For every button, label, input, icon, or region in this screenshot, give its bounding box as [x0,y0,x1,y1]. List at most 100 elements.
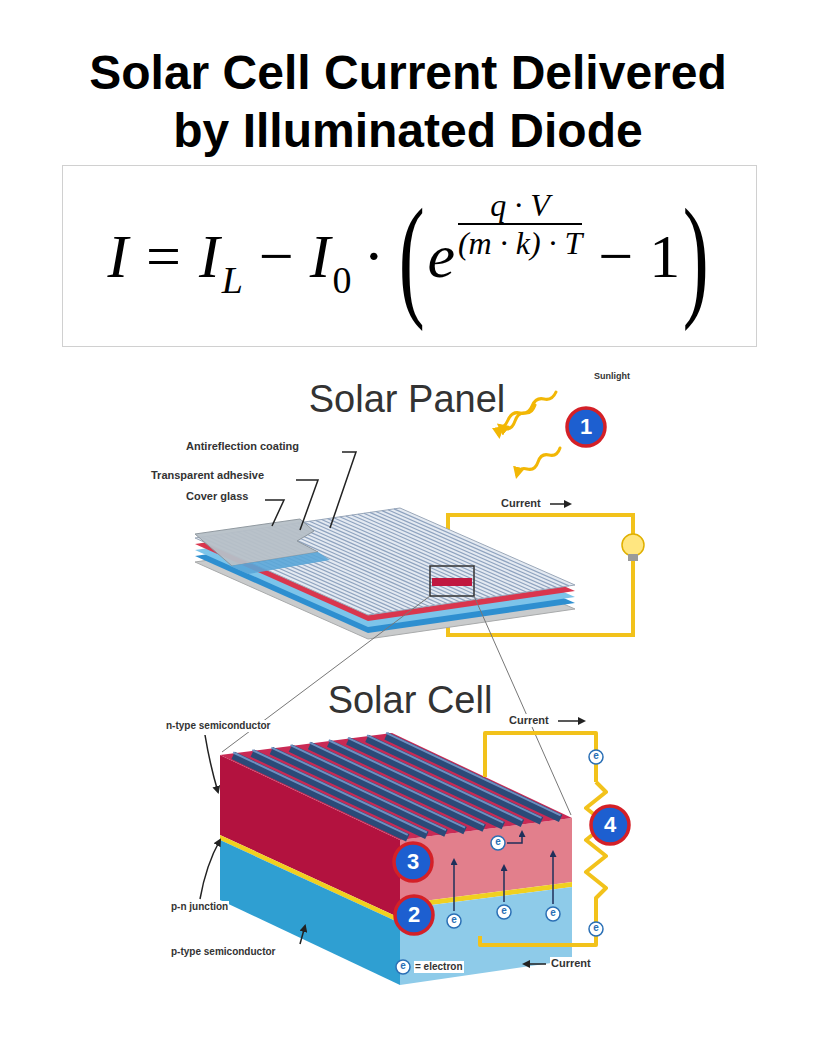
electron-circle-shape [447,914,461,928]
electron-symbol: e [588,749,604,765]
panel-grid-line [370,512,545,589]
panel-grid-line [334,518,508,595]
formula-group: I0 [310,225,352,287]
electron-letter: e [550,908,556,918]
electron-circle-shape [546,907,560,921]
metal-finger-highlight [348,738,523,820]
callout-number: 1 [580,416,592,438]
electron-letter: e [495,837,501,847]
metal-finger [367,738,542,820]
formula-symbol: e [427,225,455,287]
panel-grid-line [310,521,484,598]
callout-circle-shape [567,408,605,446]
formula-denominator: (m · k) · T [458,225,582,259]
current-arrow [550,503,570,505]
solar-panel [230,552,330,574]
formula-symbol: I [310,225,331,287]
formula-subscript: L [222,261,243,299]
metal-finger [329,743,504,825]
solar-panel [195,508,575,615]
electron-letter: e [400,961,406,971]
formula-paren: ) [683,188,709,325]
panel-grid-line [376,512,551,589]
part-name: Sunlight [593,371,631,382]
light-bulb [622,534,644,561]
callout-number: 2 [408,904,420,926]
formula-fraction: q · V(m · k) · T [458,189,582,259]
electron-letter: e [593,751,599,761]
current-label: Current [508,714,550,727]
section-heading: Solar Panel [308,377,506,423]
metal-finger-highlight [386,733,561,815]
formula-symbol: I [107,225,128,287]
formula-operator: − [259,225,294,287]
formula-numerator: q · V [488,189,552,223]
part-name: Cover glass [185,490,249,503]
formula-box: I=IL−I0·(eq · V(m · k) · T−1) [62,165,757,347]
legend-text: = electron [414,961,464,973]
part-name: p-n junction [170,901,229,913]
electron-symbol: e [545,906,561,922]
electron-letter: e [451,915,457,925]
panel-grid-line [340,517,514,594]
formula-operator: = [146,225,181,287]
callout-number: 4 [604,814,616,836]
sunlight-rays [517,448,560,475]
section-heading: Solar Cell [327,678,494,724]
cell-circuit-wire [480,782,606,945]
current-label: Current [550,957,592,970]
callout-circle-shape [395,896,433,934]
leader-lines [200,840,220,899]
panel-circuit-wire [448,515,633,536]
sunlight-rays [500,392,556,427]
callout-circle-shape [394,843,432,881]
electron-letter: e [593,923,599,933]
leader-lines [300,926,305,944]
leader-lines [296,480,318,530]
electron-arrows [507,832,522,843]
electron-circle-shape [589,750,603,764]
electron-symbol: e [446,913,462,929]
formula-number: 1 [649,225,680,287]
formula-operator: · [363,225,384,287]
panel-grid-line [382,511,557,588]
leader-lines [205,735,218,792]
formula-paren: ( [399,188,425,325]
part-name: Transparent adhesive [150,469,265,482]
part-name: Antireflection coating [185,440,300,453]
electron-circle-shape [589,922,603,936]
electron-symbol: e [490,835,506,851]
cell-circuit-wire [485,733,596,782]
callout-circle: 4 [589,804,631,846]
formula-row: I=IL−I0·(eq · V(m · k) · T−1) [107,191,711,321]
current-label: Current [500,497,542,510]
cell-circuit-wire [480,733,606,945]
current-arrow [558,720,584,722]
panel-grid-line [364,513,539,590]
part-name: p-type semiconductor [170,946,276,958]
panel-grid-line [358,514,533,591]
panel-grid-line [352,515,527,592]
electron-arrows [454,832,553,911]
sunlight-rays [499,392,560,475]
callout-circle: 1 [565,406,607,448]
metal-finger [310,746,485,828]
electron-circle-shape [491,836,505,850]
electron-arrows [503,866,505,902]
fraction-bar [458,223,582,225]
diagram-title: Solar Cell Current Delivered by Illumina… [78,44,738,160]
callout-circle: 3 [392,841,434,883]
metal-finger-stripes [233,733,560,838]
electron-circle-shape [396,960,410,974]
solar-panel [432,578,472,586]
electron-symbol: e [588,921,604,937]
panel-grid-line [316,520,490,597]
part-name: n-type semiconductor [165,720,271,732]
electron-symbol: e [496,904,512,920]
electron-letter: e [501,906,507,916]
panel-grid-line [328,519,502,596]
current-arrow [550,503,570,505]
current-arrow [524,721,584,964]
solar-panel [430,566,474,596]
